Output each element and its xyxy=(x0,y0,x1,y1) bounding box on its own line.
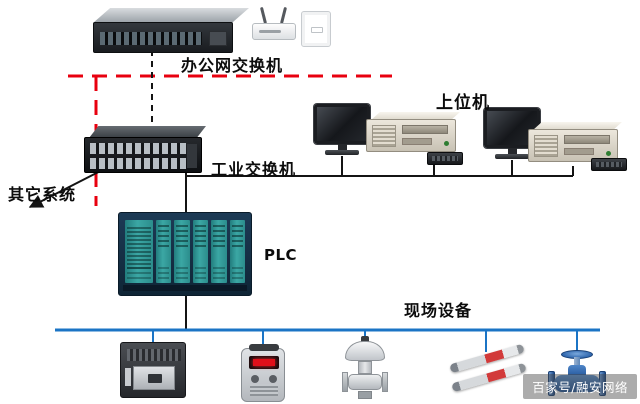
accessory-2 xyxy=(591,158,627,171)
socket-slot xyxy=(311,27,323,33)
ipc-top xyxy=(533,122,622,130)
wall-socket xyxy=(301,11,331,47)
ipc-top xyxy=(371,112,460,120)
valve-bonnet xyxy=(568,365,586,376)
ipc-front-panel xyxy=(366,119,456,152)
office-switch xyxy=(93,8,249,54)
plc-label: PLC xyxy=(264,246,298,264)
monitor-base xyxy=(495,154,529,159)
circuit-breaker xyxy=(120,342,186,398)
detector-grille xyxy=(250,384,278,396)
monitor-screen xyxy=(314,104,370,144)
gas-detector xyxy=(241,344,285,402)
office-switch-front xyxy=(93,22,233,53)
valve-body xyxy=(348,374,382,390)
watermark: 百家号/融安网络 xyxy=(523,374,637,399)
industrial-switch-label: 工业交换机 xyxy=(211,160,297,179)
breaker-tag xyxy=(125,368,131,386)
field-devices-label: 现场设备 xyxy=(404,301,473,320)
other-systems-label: 其它系统 xyxy=(8,185,77,204)
antenna-icon xyxy=(279,6,288,25)
detector-display xyxy=(249,356,279,369)
monitor-neck xyxy=(507,148,517,154)
monitor-base xyxy=(325,150,359,155)
drive-bay xyxy=(564,135,610,144)
plc-module xyxy=(211,220,227,283)
shutoff-valve xyxy=(546,350,608,400)
drive-bay xyxy=(402,138,432,145)
wireless-ap-body xyxy=(252,23,296,40)
plc-module xyxy=(174,220,190,283)
host-computer-label: 上位机 xyxy=(436,93,490,113)
plc-module xyxy=(192,220,209,283)
antenna-icon xyxy=(259,6,268,25)
switch-side-panel xyxy=(187,144,197,168)
power-led xyxy=(606,151,611,156)
accessory-1 xyxy=(427,152,463,165)
drive-bay xyxy=(564,148,594,155)
detector-cap xyxy=(249,344,279,351)
breaker-grille xyxy=(127,349,181,361)
plc-module xyxy=(155,220,172,283)
keys xyxy=(432,156,458,161)
heating-elements xyxy=(446,342,530,398)
plc-rack xyxy=(118,212,252,296)
drive-bay xyxy=(402,125,448,134)
industrial-pc-1 xyxy=(366,112,460,154)
valve-stem xyxy=(574,357,580,367)
detector-button xyxy=(251,375,259,383)
industrial-switch-top xyxy=(89,126,206,138)
keys xyxy=(596,162,622,167)
breaker-panel xyxy=(133,366,175,390)
actuator-cap xyxy=(361,336,369,343)
actuator-dome xyxy=(345,341,385,361)
valve-flange xyxy=(382,372,388,392)
detector-button xyxy=(269,375,277,383)
plc-module xyxy=(229,220,245,283)
led-readout xyxy=(253,359,275,366)
power-led xyxy=(444,141,449,146)
office-switch-power-module xyxy=(209,31,227,46)
vent-grille xyxy=(372,125,396,147)
status-bar xyxy=(259,30,281,33)
valve-yoke xyxy=(358,361,372,374)
ipc-front-panel xyxy=(528,129,618,162)
wireless-ap xyxy=(252,6,296,42)
vent-grille xyxy=(534,135,558,157)
valve-body xyxy=(554,375,600,392)
office-switch-label: 办公网交换机 xyxy=(181,56,284,75)
office-switch-ports xyxy=(100,32,202,45)
valve-flange xyxy=(342,372,348,392)
industrial-pc-2 xyxy=(528,122,622,164)
valve-foot xyxy=(358,391,372,399)
port-row xyxy=(90,158,186,169)
industrial-switch-front xyxy=(84,137,202,173)
monitor-neck xyxy=(337,144,347,150)
plc-power-module xyxy=(125,220,153,283)
breaker-handle xyxy=(148,374,162,383)
monitor-1 xyxy=(314,104,370,155)
port-row xyxy=(90,143,186,154)
control-valve xyxy=(338,336,392,402)
office-switch-top xyxy=(93,8,249,23)
industrial-switch xyxy=(84,126,206,174)
